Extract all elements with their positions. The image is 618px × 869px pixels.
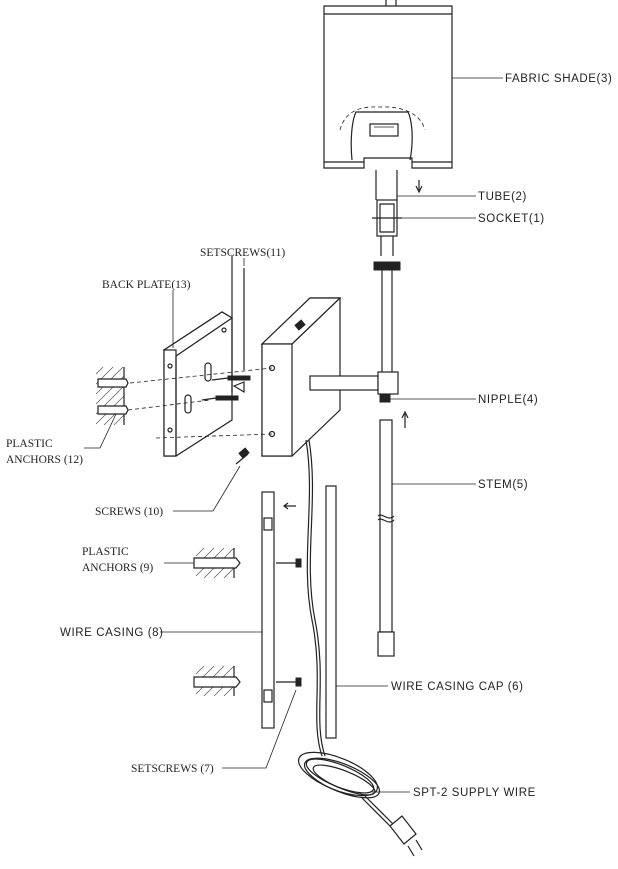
- label-plastic-anchors-12-line2: ANCHORS (12): [6, 454, 83, 466]
- wire-casing-8: [261, 491, 296, 729]
- setscrews-7: [193, 665, 302, 697]
- label-back-plate: BACK PLATE(13): [102, 279, 191, 291]
- label-plastic-anchors-9-line1: PLASTIC: [82, 546, 129, 558]
- tube-socket: [372, 170, 423, 256]
- supply-wire: [297, 439, 423, 857]
- plastic-anchors-9: [193, 547, 302, 579]
- label-supply-wire: SPT-2 SUPPLY WIRE: [413, 787, 536, 799]
- label-wire-casing-cap: WIRE CASING CAP (6): [391, 681, 524, 693]
- alignment-lines: [127, 367, 273, 439]
- fabric-shade: [323, 0, 453, 169]
- wall-box: [260, 297, 342, 457]
- label-setscrews-11: SETSCREWS(11): [200, 247, 285, 259]
- label-screws-10: SCREWS (10): [95, 506, 163, 518]
- wire-casing-cap-6: [325, 485, 337, 739]
- screws-10-leader: [173, 465, 241, 512]
- back-plate: [162, 311, 234, 457]
- label-plastic-anchors-9-line2: ANCHORS (9): [82, 562, 153, 574]
- label-tube: TUBE(2): [478, 191, 527, 203]
- stem: [377, 419, 395, 657]
- plastic-anchors-12-leader: [84, 413, 117, 449]
- vertical-arm: [373, 261, 401, 372]
- setscrews-11: [201, 256, 251, 401]
- label-socket: SOCKET(1): [478, 213, 545, 225]
- label-plastic-anchors-12-line1: PLASTIC: [6, 438, 53, 450]
- setscrews-7-leader: [222, 689, 297, 769]
- plastic-anchors-12: [95, 366, 129, 426]
- label-wire-casing: WIRE CASING (8): [60, 627, 164, 639]
- screws-10: [235, 447, 250, 465]
- label-stem: STEM(5): [478, 479, 528, 491]
- horizontal-arm-nipple: [309, 371, 409, 428]
- label-nipple: NIPPLE(4): [478, 394, 538, 406]
- label-setscrews-7: SETSCREWS (7): [131, 763, 214, 775]
- label-fabric-shade: FABRIC SHADE(3): [505, 73, 612, 85]
